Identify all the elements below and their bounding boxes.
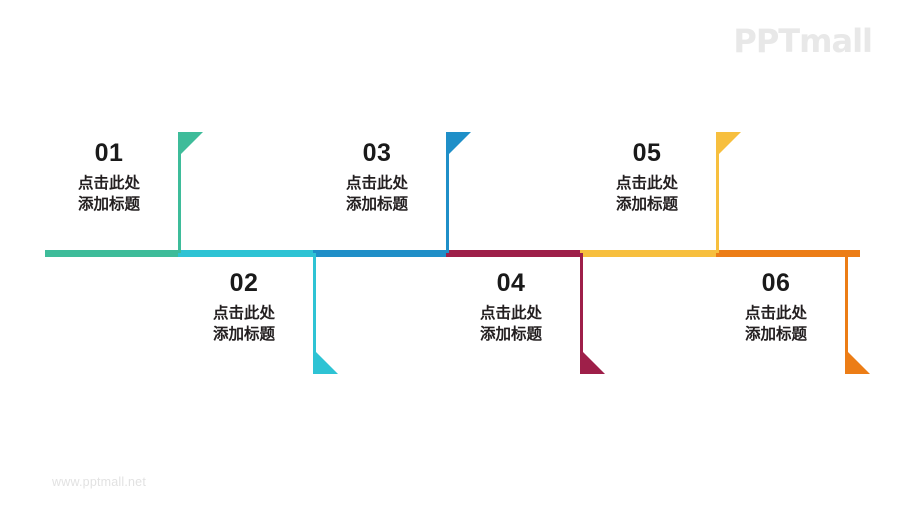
item-number-03: 03 (362, 139, 392, 167)
pole-04 (580, 253, 583, 374)
timeline-segment-teal (178, 250, 313, 257)
item-number-06: 06 (761, 269, 791, 297)
flag-05 (719, 132, 741, 154)
flag-02 (316, 352, 338, 374)
timeline-segment-blue (313, 250, 446, 257)
timeline-segment-maroon (446, 250, 580, 257)
item-title-03[interactable]: 点击此处 添加标题 (345, 174, 408, 213)
pole-02 (313, 253, 316, 374)
item-number-01: 01 (94, 139, 124, 167)
item-01: 01 点击此处 添加标题 (40, 140, 178, 214)
timeline-segment-green (45, 250, 178, 257)
flag-06 (848, 352, 870, 374)
item-03: 03 点击此处 添加标题 (308, 140, 446, 214)
item-title-04[interactable]: 点击此处 添加标题 (479, 304, 542, 343)
item-title-05[interactable]: 点击此处 添加标题 (615, 174, 678, 213)
footer-watermark: www.pptmall.net (52, 475, 147, 489)
item-title-02[interactable]: 点击此处 添加标题 (212, 304, 275, 343)
item-number-05: 05 (632, 139, 662, 167)
pole-03 (446, 132, 449, 253)
item-title-01[interactable]: 点击此处 添加标题 (77, 174, 140, 213)
item-05: 05 点击此处 添加标题 (578, 140, 716, 214)
pptmall-logo: PPTmall (733, 22, 873, 60)
item-06: 06 点击此处 添加标题 (707, 270, 845, 344)
item-number-02: 02 (229, 269, 259, 297)
pole-05 (716, 132, 719, 253)
pole-01 (178, 132, 181, 253)
item-title-06[interactable]: 点击此处 添加标题 (744, 304, 807, 343)
timeline-segment-orange (716, 250, 860, 257)
item-02: 02 点击此处 添加标题 (175, 270, 313, 344)
item-04: 04 点击此处 添加标题 (442, 270, 580, 344)
flag-01 (181, 132, 203, 154)
flag-03 (449, 132, 471, 154)
flag-04 (583, 352, 605, 374)
timeline-segment-amber (580, 250, 716, 257)
pole-06 (845, 253, 848, 374)
item-number-04: 04 (496, 269, 526, 297)
